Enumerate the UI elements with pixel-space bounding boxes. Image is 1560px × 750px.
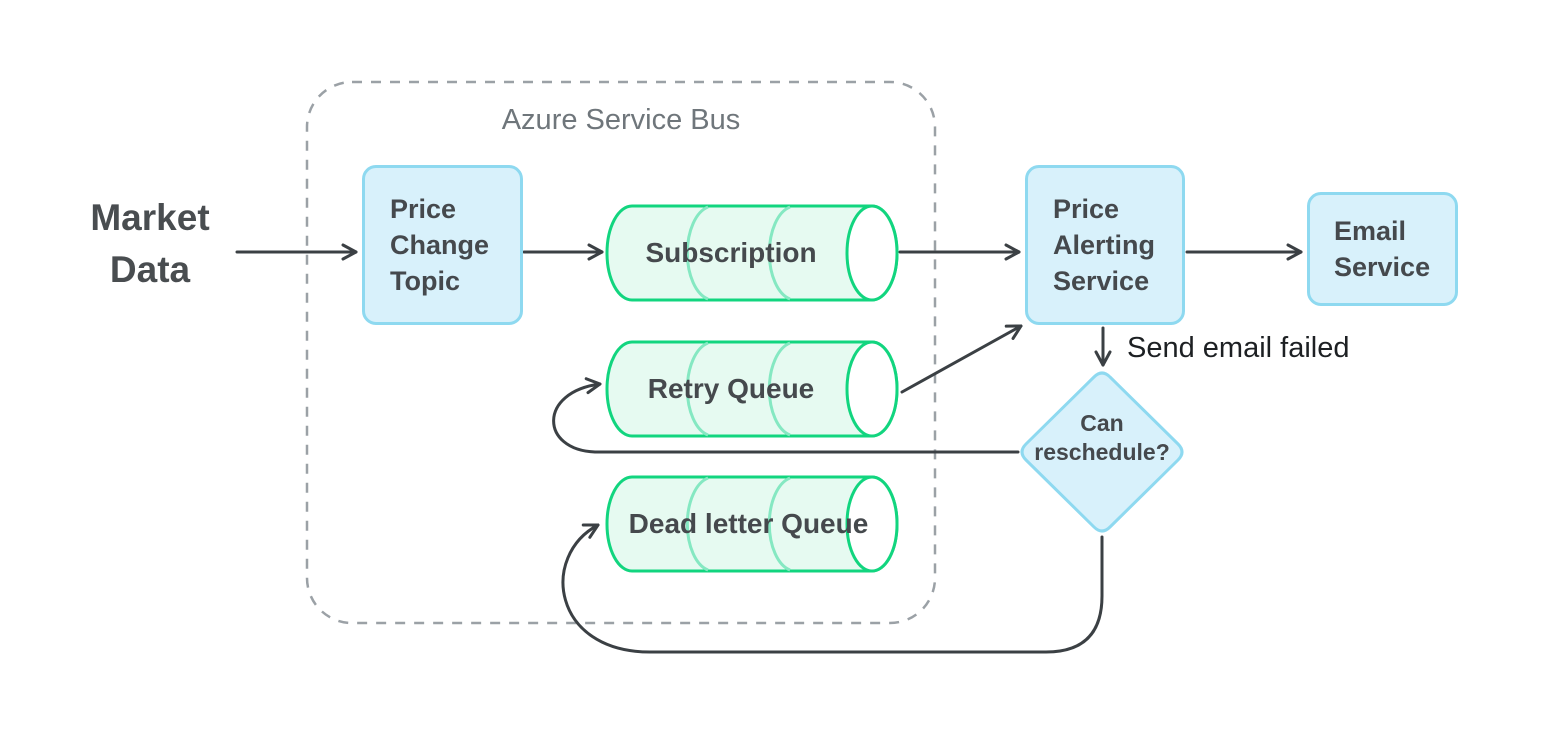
azure-service-bus-title: Azure Service Bus [501, 104, 741, 136]
can-reschedule-diamond-shape [1020, 371, 1184, 533]
cylinder-open-end [845, 340, 899, 438]
price-alerting-service-label: Price Alerting Service [1053, 194, 1156, 296]
retry-queue-label: Retry Queue [647, 373, 815, 404]
arrow-retry-queue-to-price-alerting-service [900, 324, 1023, 394]
cylinder-segment-arc [685, 205, 709, 301]
dead-letter-queue-label: Dead letter Queue [628, 508, 869, 539]
cylinder-open-end [845, 475, 899, 573]
email-service-node: Email Service [1307, 192, 1458, 306]
cylinder-segment-arc [767, 205, 791, 301]
cylinder-segment-arc [685, 476, 709, 572]
email-service-label: Email Service [1334, 216, 1431, 282]
price-change-topic-label: Price Change Topic [390, 194, 490, 296]
send-email-failed-label: Send email failed [1127, 332, 1350, 364]
subscription-cylinder [605, 204, 899, 302]
subscription-label: Subscription [645, 237, 817, 268]
dead-letter-queue-cylinder [605, 475, 899, 573]
can-reschedule-label: Can reschedule? [1034, 410, 1170, 465]
cylinder-open-end [845, 204, 899, 302]
cylinder-segment-arc [767, 341, 791, 437]
cylinder-segment-arc [767, 476, 791, 572]
arrow-can-reschedule-to-dead-letter-queue [561, 523, 1104, 654]
cylinder-segment-arc [685, 341, 709, 437]
azure-service-bus-boundary [305, 80, 937, 625]
retry-queue-cylinder [605, 340, 899, 438]
market-data-label: Market Data [90, 197, 210, 290]
price-change-topic-node: Price Change Topic [362, 165, 523, 325]
price-alerting-service-node: Price Alerting Service [1025, 165, 1185, 325]
arrow-can-reschedule-to-retry-queue [552, 377, 1020, 454]
